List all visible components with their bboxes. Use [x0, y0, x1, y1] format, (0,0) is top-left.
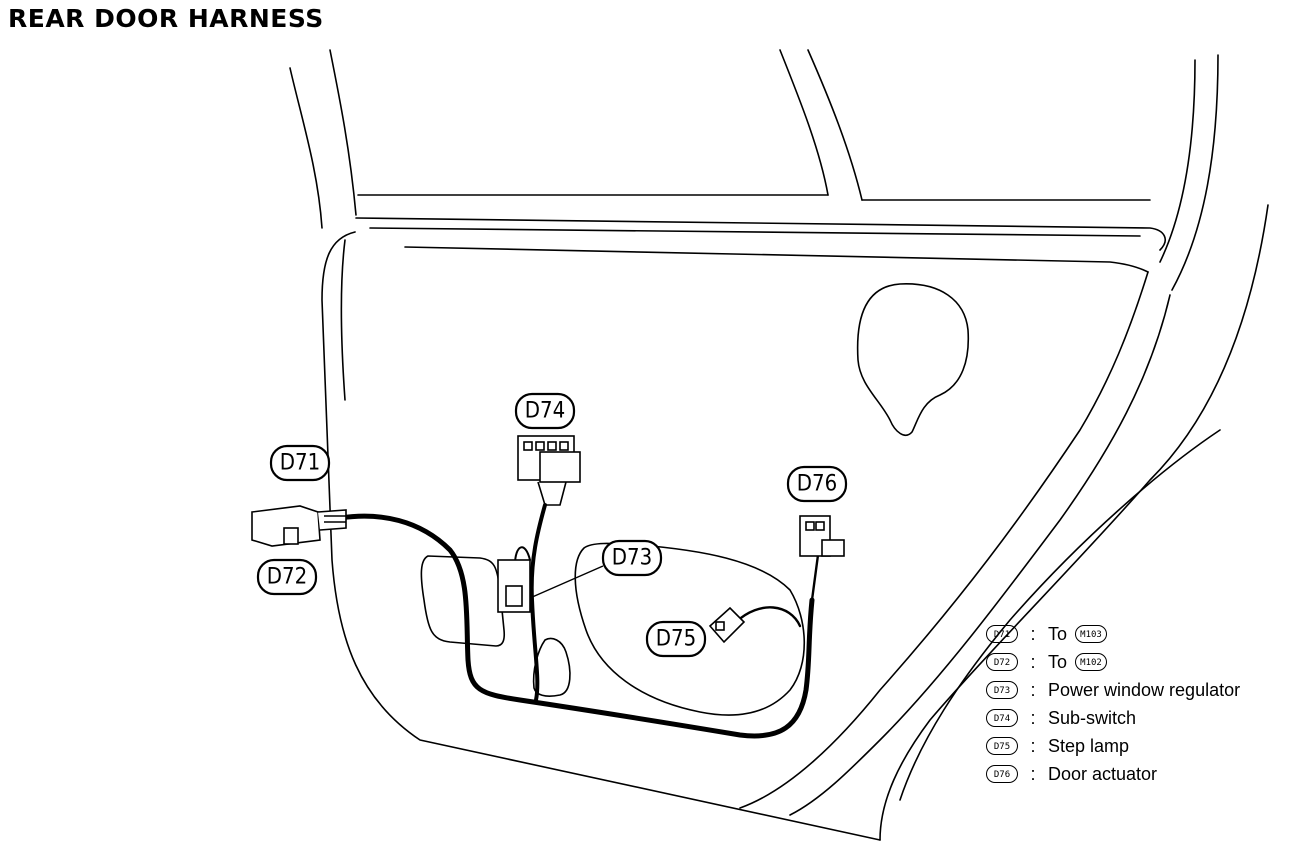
callout-d73: D73: [601, 539, 663, 577]
window-pillar-1: [779, 49, 829, 196]
door-panel-rear: [739, 271, 1149, 809]
legend-separator: :: [1030, 679, 1036, 700]
legend-item: D73 : Power window regulator: [986, 676, 1240, 704]
door-outer-curve-2: [879, 204, 1269, 841]
main-harness: [337, 513, 815, 739]
legend-code: D74: [986, 709, 1018, 727]
legend-code: D76: [986, 765, 1018, 783]
window-pillar-2: [807, 49, 863, 201]
legend-text: Sub-switch: [1048, 707, 1137, 728]
service-hole-large: [574, 542, 805, 716]
connector-d76: [799, 515, 845, 557]
callout-d71: D71: [269, 444, 331, 482]
connector-d71-d72: [251, 505, 347, 547]
legend-code: D73: [986, 681, 1018, 699]
service-hole-center: [532, 637, 571, 697]
belt-line-top: [355, 217, 1166, 251]
legend-ref: M103: [1075, 625, 1108, 643]
belt-line-mid: [369, 227, 1141, 237]
legend-item: D71 : To M103: [986, 620, 1240, 648]
harness-branch-d74: [529, 503, 547, 702]
harness-branch-d76: [810, 553, 820, 602]
legend-separator: :: [1030, 623, 1036, 644]
legend-text: To: [1048, 651, 1068, 672]
legend-text: Power window regulator: [1048, 679, 1241, 700]
legend-separator: :: [1030, 763, 1036, 784]
door-frame-front-outer: [289, 67, 323, 229]
connector-d73: [497, 559, 531, 613]
legend-code: D75: [986, 737, 1018, 755]
svg-text:D73: D73: [612, 546, 652, 571]
callout-d76: D76: [786, 465, 848, 503]
door-frame-front-inner: [329, 49, 357, 216]
legend-ref: M102: [1075, 653, 1108, 671]
connector-d75: [708, 606, 746, 644]
legend-item: D74 : Sub-switch: [986, 704, 1240, 732]
belt-line-low: [404, 246, 1149, 273]
door-inner-trim: [340, 239, 346, 401]
service-hole-left: [420, 555, 506, 647]
legend-code: D72: [986, 653, 1018, 671]
legend-item: D76 : Door actuator: [986, 760, 1240, 788]
callout-d75: D75: [645, 620, 707, 658]
svg-text:D74: D74: [525, 399, 565, 424]
door-outer-curve-1: [789, 294, 1171, 816]
callout-d74: D74: [514, 392, 576, 430]
connector-d74: [517, 435, 581, 506]
legend-item: D72 : To M102: [986, 648, 1240, 676]
door-outer-curve-3: [899, 429, 1221, 801]
legend-text: Door actuator: [1048, 763, 1158, 784]
svg-text:D71: D71: [280, 451, 320, 476]
legend-code: D71: [986, 625, 1018, 643]
svg-text:D75: D75: [656, 627, 696, 652]
legend-separator: :: [1030, 735, 1036, 756]
door-rear-edge: [1159, 59, 1196, 263]
legend-item: D75 : Step lamp: [986, 732, 1240, 760]
legend-text: Step lamp: [1048, 735, 1130, 756]
harness-branch-d75: [734, 606, 802, 628]
svg-text:D76: D76: [797, 472, 837, 497]
legend-separator: :: [1030, 651, 1036, 672]
door-panel-outline: [321, 231, 881, 841]
legend-separator: :: [1030, 707, 1036, 728]
leader-d73: [529, 565, 604, 599]
legend-text: To: [1048, 623, 1068, 644]
callout-d72: D72: [256, 558, 318, 596]
svg-text:D72: D72: [267, 565, 307, 590]
door-rear-edge-2: [1171, 54, 1219, 291]
upper-access-hole: [856, 283, 970, 436]
page-title: REAR DOOR HARNESS: [8, 4, 324, 33]
